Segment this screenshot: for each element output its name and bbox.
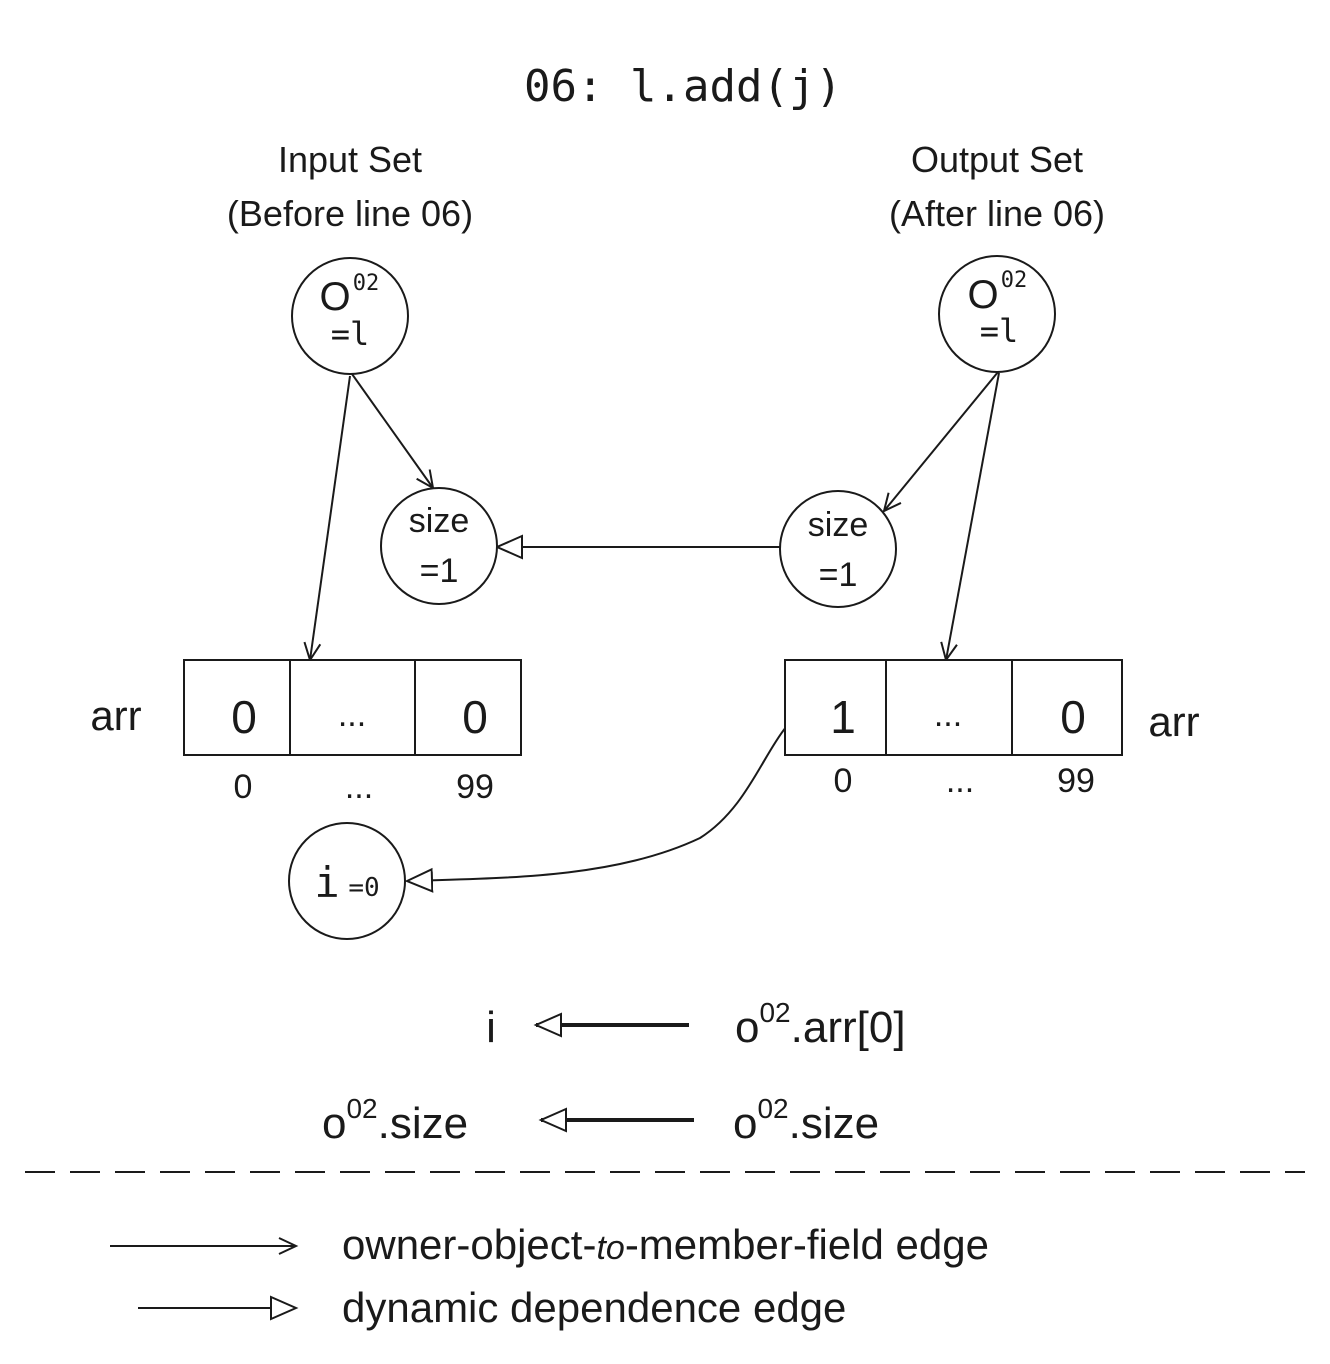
output-arr-cell-2-value: 0: [1060, 691, 1086, 743]
input-arr-index-2: 99: [456, 768, 494, 806]
i-node-var: i: [314, 858, 339, 907]
output-arr-cell-2: [1011, 659, 1123, 756]
dependence-2-lhs-base: o: [322, 1099, 346, 1148]
legend-owner-prefix: owner-object-: [342, 1221, 596, 1268]
input-arr-cell-2: [414, 659, 522, 756]
output-arr-index-1: ...: [946, 762, 974, 800]
dependence-2-rhs-sup: 02: [757, 1093, 788, 1124]
output-arr-cell-0-value: 1: [830, 691, 856, 743]
output-object-node: [938, 255, 1056, 373]
input-arr-index-1: ...: [345, 768, 373, 806]
output-owner-to-size-edge: [882, 371, 999, 513]
input-arr-cell-0-value: 0: [231, 691, 257, 743]
dependence-2-lhs-sup: 02: [346, 1093, 377, 1124]
i-node: [288, 822, 406, 940]
dependence-2-lhs-rest: .size: [378, 1099, 468, 1148]
dependence-2-lhs: o02.size: [322, 1093, 468, 1148]
output-arr-index-0: 0: [834, 762, 853, 800]
dependence-1-rhs-rest: .arr[0]: [791, 1003, 906, 1052]
output-object-superscript: 02: [1001, 268, 1028, 293]
input-arr-cell-2-value: 0: [462, 691, 488, 743]
input-object-superscript: 02: [353, 271, 380, 296]
input-size-node: [380, 487, 498, 605]
input-owner-to-arr-edge: [303, 375, 351, 663]
input-object-base: O: [319, 275, 350, 319]
output-size-label: size: [808, 506, 868, 544]
output-size-node: [779, 490, 897, 608]
input-arr-cell-1-value: ...: [338, 696, 366, 734]
input-object-node: [291, 257, 409, 375]
legend-dynamic-edge-label: dynamic dependence edge: [342, 1284, 846, 1331]
dependence-2-rhs: o02.size: [733, 1093, 879, 1148]
dependence-1-rhs-base: o: [735, 1003, 759, 1052]
legend-owner-italic: to: [596, 1229, 624, 1267]
output-arr-cell-1-value: ...: [934, 696, 962, 734]
output-arr-index-2: 99: [1057, 762, 1095, 800]
input-set-heading: Input Set: [278, 139, 422, 180]
arr0-to-i-dependence-edge: [404, 707, 813, 893]
input-size-label: size: [409, 502, 469, 540]
output-set-heading: Output Set: [911, 139, 1083, 180]
output-size-value: =1: [819, 556, 858, 594]
dependence-1-rhs: o02.arr[0]: [735, 997, 906, 1052]
output-set-subheading: (After line 06): [889, 193, 1105, 234]
output-arr-label: arr: [1148, 698, 1199, 745]
dependence-1-rhs-sup: 02: [759, 997, 790, 1028]
output-object-base: O: [967, 273, 998, 317]
output-owner-to-arr-edge: [940, 372, 1000, 663]
input-owner-to-size-edge: [351, 373, 435, 490]
input-set-subheading: (Before line 06): [227, 193, 473, 234]
dependence-2-rhs-rest: .size: [789, 1099, 879, 1148]
input-object-value: =l: [331, 315, 370, 353]
dependence-2-rhs-base: o: [733, 1099, 757, 1148]
dependence-1-lhs: i: [486, 1003, 496, 1052]
input-arr-label: arr: [90, 692, 141, 739]
input-arr-index-0: 0: [234, 768, 253, 806]
input-size-value: =1: [420, 552, 459, 590]
legend-owner-suffix: -member-field edge: [625, 1221, 989, 1268]
output-object-value: =l: [980, 312, 1019, 350]
i-node-value: =0: [348, 873, 379, 903]
legend-owner-edge-label: owner-object-to-member-field edge: [342, 1221, 989, 1268]
diagram-title: 06: l.add(j): [524, 61, 842, 112]
